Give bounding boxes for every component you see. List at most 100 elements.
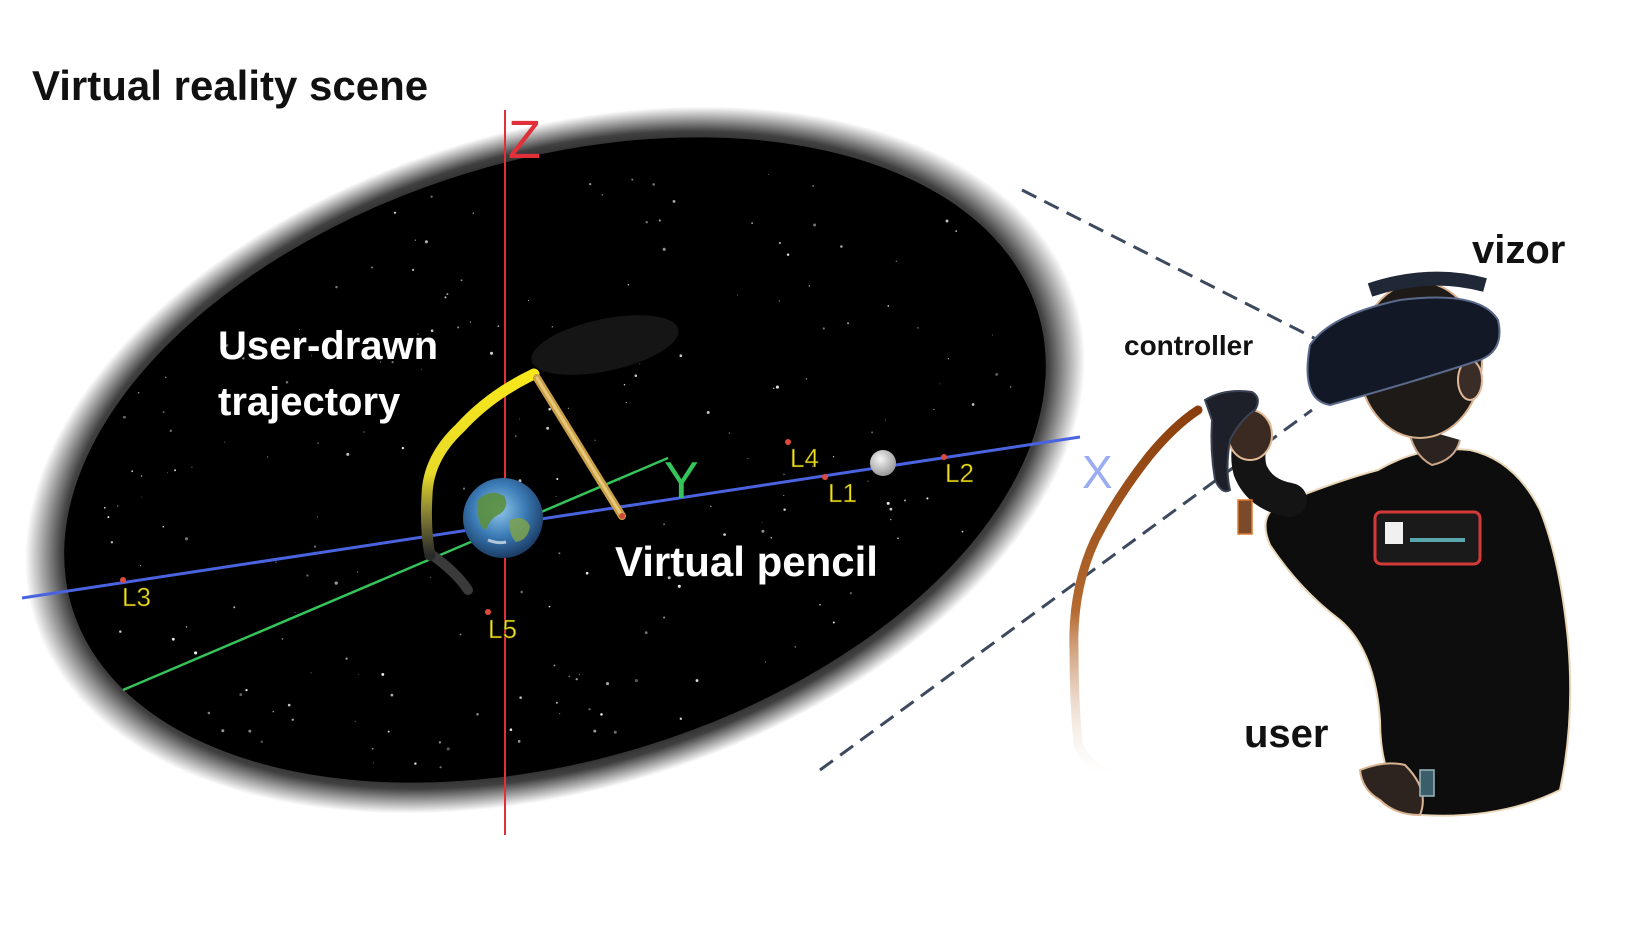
star <box>601 193 604 196</box>
star <box>867 480 869 482</box>
star <box>884 419 886 421</box>
star <box>761 529 765 533</box>
star <box>167 472 169 474</box>
star <box>476 713 479 716</box>
star <box>773 387 775 389</box>
star <box>165 376 167 379</box>
virtual-pencil-label: Virtual pencil <box>615 538 878 585</box>
star <box>316 516 318 518</box>
star <box>334 581 338 585</box>
star <box>139 565 142 567</box>
star <box>775 385 779 389</box>
star <box>174 469 177 472</box>
star <box>634 679 638 683</box>
star <box>663 616 666 619</box>
l5-label: L5 <box>488 614 517 644</box>
star <box>184 537 189 541</box>
star <box>736 294 738 296</box>
wristwatch <box>1419 769 1435 797</box>
star <box>808 285 811 287</box>
star <box>514 435 517 437</box>
vizor-label: vizor <box>1472 228 1566 272</box>
star <box>886 501 890 505</box>
star <box>281 638 284 640</box>
star <box>299 328 301 330</box>
user-figure <box>1203 271 1572 817</box>
star <box>644 631 648 635</box>
star <box>345 657 348 660</box>
star <box>551 325 554 328</box>
star <box>123 415 126 419</box>
star <box>992 334 993 336</box>
star <box>605 682 610 686</box>
controller-trail <box>1069 405 1203 780</box>
star <box>567 407 569 409</box>
star <box>747 458 749 460</box>
star <box>417 333 419 335</box>
star <box>310 672 312 674</box>
star <box>162 525 165 528</box>
star <box>585 571 589 575</box>
star <box>619 480 621 482</box>
star <box>890 518 892 521</box>
star <box>903 499 907 502</box>
star <box>658 219 661 222</box>
star <box>679 717 682 720</box>
star <box>225 343 229 347</box>
star <box>917 327 919 329</box>
star <box>520 590 524 594</box>
star <box>947 358 950 360</box>
star <box>889 507 893 511</box>
star <box>812 185 814 187</box>
star <box>778 300 781 302</box>
star <box>555 701 558 704</box>
star <box>233 606 236 609</box>
star <box>446 747 450 751</box>
star <box>107 516 110 519</box>
wrist-band <box>1237 499 1253 535</box>
star <box>519 696 522 699</box>
l1-marker <box>822 474 828 480</box>
user-torso <box>1264 448 1572 817</box>
star <box>185 626 188 628</box>
l3-label: L3 <box>122 582 151 612</box>
star <box>634 374 638 378</box>
star <box>285 381 289 384</box>
star <box>672 199 676 203</box>
star <box>371 747 374 750</box>
star <box>191 466 193 468</box>
star <box>589 182 592 186</box>
star <box>242 357 245 360</box>
star <box>272 710 275 713</box>
star <box>995 372 999 376</box>
star <box>897 537 899 540</box>
star <box>430 329 434 333</box>
star <box>194 651 198 655</box>
star <box>588 708 591 711</box>
star <box>140 475 143 477</box>
star <box>1009 386 1012 388</box>
star <box>939 383 941 385</box>
vr-controller <box>1203 390 1259 493</box>
star <box>770 537 772 539</box>
shirt-flag <box>1385 522 1403 544</box>
z-axis-label: Z <box>508 110 541 170</box>
y-axis-line <box>122 456 669 692</box>
starfield <box>103 173 1012 769</box>
star <box>767 173 770 175</box>
l2-marker <box>941 454 947 460</box>
star <box>811 465 815 468</box>
user-lower-hand <box>1358 762 1424 817</box>
star <box>401 446 405 450</box>
moon <box>870 450 896 476</box>
star <box>627 284 630 286</box>
star <box>625 401 627 404</box>
star <box>469 321 472 323</box>
star <box>379 361 382 363</box>
star <box>414 239 416 241</box>
trajectory-label-line2: trajectory <box>218 380 401 424</box>
star <box>568 675 571 678</box>
star <box>171 637 175 641</box>
star <box>354 720 356 723</box>
star <box>548 407 552 411</box>
